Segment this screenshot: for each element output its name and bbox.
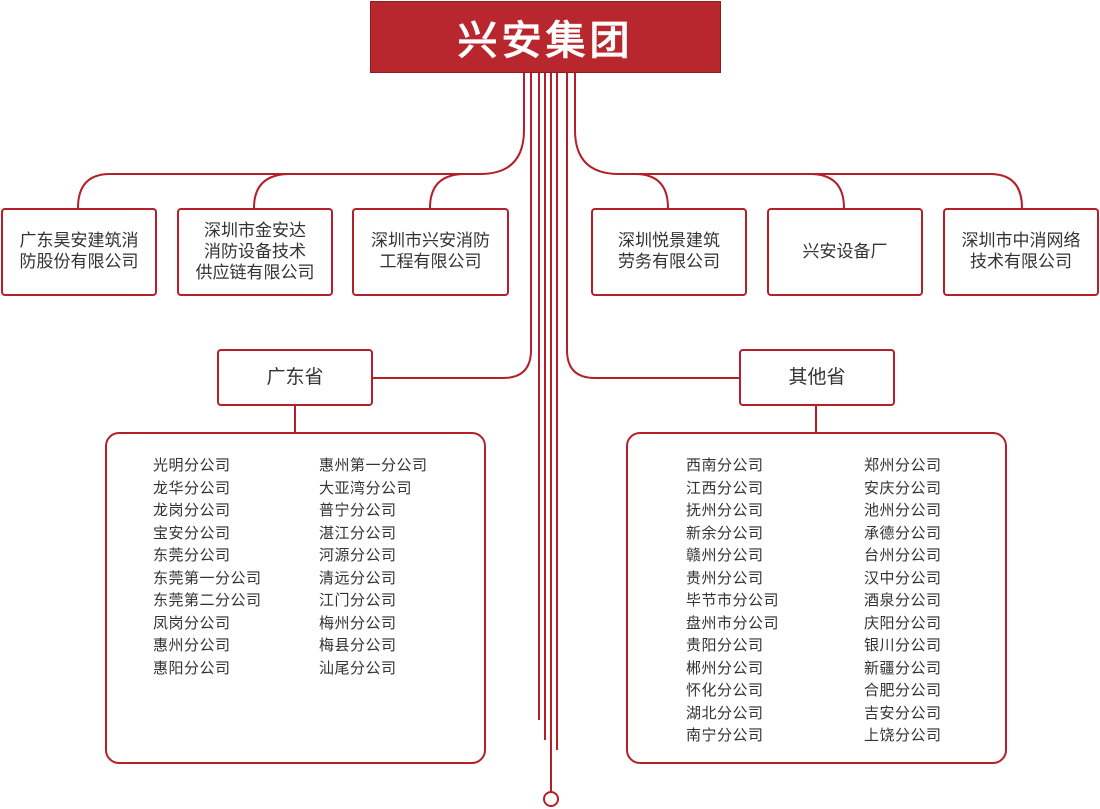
branch-item: 东莞第一分公司 xyxy=(153,568,262,587)
branch-item: 光明分公司 xyxy=(153,456,231,474)
company-box-haoan: 广东昊安建筑消防股份有限公司 xyxy=(1,208,157,296)
branch-item: 河源分公司 xyxy=(319,546,397,564)
province-box-guangdong: 广东省 xyxy=(217,349,373,406)
branch-item: 郴州分公司 xyxy=(686,658,764,677)
branch-item: 东莞第二分公司 xyxy=(153,591,262,609)
branch-item: 大亚湾分公司 xyxy=(319,478,413,497)
company-line: 消防设备技术 xyxy=(204,241,306,262)
branch-item: 普宁分公司 xyxy=(319,501,397,519)
company-line: 供应链有限公司 xyxy=(195,262,315,283)
branch-item: 庆阳分公司 xyxy=(864,613,942,632)
branch-item: 龙岗分公司 xyxy=(153,501,231,519)
others-col1: 西南分公司 江西分公司 抚州分公司 新余分公司 赣州分公司 贵州分公司 毕节市分… xyxy=(686,454,779,747)
company-box-jinanda: 深圳市金安达消防设备技术供应链有限公司 xyxy=(177,208,333,296)
branch-item: 汕尾分公司 xyxy=(319,658,397,677)
branch-item: 湛江分公司 xyxy=(319,523,397,542)
others-col2: 郑州分公司 安庆分公司 池州分公司 承德分公司 台州分公司 汉中分公司 酒泉分公… xyxy=(864,454,942,747)
guangdong-col2: 惠州第一分公司 大亚湾分公司 普宁分公司 湛江分公司 河源分公司 清远分公司 江… xyxy=(319,454,428,679)
company-line: 技术有限公司 xyxy=(970,252,1072,272)
branch-item: 赣州分公司 xyxy=(686,546,764,564)
branch-item: 新余分公司 xyxy=(686,523,764,542)
branch-item: 梅州分公司 xyxy=(319,613,397,632)
other-provinces-branch-panel: 西南分公司 江西分公司 抚州分公司 新余分公司 赣州分公司 贵州分公司 毕节市分… xyxy=(626,432,1007,764)
company-line: 深圳市金安达 xyxy=(204,220,306,241)
group-title: 兴安集团 xyxy=(370,1,721,73)
branch-item: 酒泉分公司 xyxy=(864,591,942,609)
company-line: 防股份有限公司 xyxy=(19,252,139,272)
company-box-yuejing: 深圳悦景建筑劳务有限公司 xyxy=(591,208,747,296)
branch-item: 清远分公司 xyxy=(319,568,397,587)
company-line: 深圳市中消网络 xyxy=(961,231,1081,251)
company-line: 深圳悦景建筑 xyxy=(618,231,720,251)
branch-item: 惠阳分公司 xyxy=(153,658,231,677)
province-box-others: 其他省 xyxy=(739,349,895,406)
branch-item: 上饶分公司 xyxy=(864,726,942,744)
company-line: 兴安设备厂 xyxy=(802,241,888,262)
branch-item: 郑州分公司 xyxy=(864,456,942,474)
branch-item: 东莞分公司 xyxy=(153,546,231,564)
branch-item: 湖北分公司 xyxy=(686,703,764,722)
branch-item: 安庆分公司 xyxy=(864,478,942,497)
branch-item: 池州分公司 xyxy=(864,501,942,519)
branch-item: 南宁分公司 xyxy=(686,726,764,744)
branch-item: 西南分公司 xyxy=(686,456,764,474)
company-line: 工程有限公司 xyxy=(379,252,482,272)
company-box-xingan-fire: 深圳市兴安消防工程有限公司 xyxy=(352,208,509,296)
branch-item: 宝安分公司 xyxy=(153,523,231,542)
branch-item: 贵阳分公司 xyxy=(686,636,764,654)
branch-item: 梅县分公司 xyxy=(319,636,397,654)
branch-item: 龙华分公司 xyxy=(153,478,231,497)
branch-item: 惠州第一分公司 xyxy=(319,456,428,474)
company-line: 广东昊安建筑消 xyxy=(19,231,139,251)
branch-item: 新疆分公司 xyxy=(864,658,942,677)
branch-item: 怀化分公司 xyxy=(686,681,764,699)
branch-item: 合肥分公司 xyxy=(864,681,942,699)
branch-item: 台州分公司 xyxy=(864,546,942,564)
company-line: 深圳市兴安消防 xyxy=(371,231,490,251)
branch-item: 凤岗分公司 xyxy=(153,613,231,632)
branch-item: 承德分公司 xyxy=(864,523,942,542)
branch-item: 汉中分公司 xyxy=(864,568,942,587)
company-line: 劳务有限公司 xyxy=(618,252,720,272)
branch-item: 盘州市分公司 xyxy=(686,613,780,632)
branch-item: 贵州分公司 xyxy=(686,568,764,587)
guangdong-branch-panel: 光明分公司 龙华分公司 龙岗分公司 宝安分公司 东莞分公司 东莞第一分公司 东莞… xyxy=(105,432,486,764)
company-box-zhongxiao: 深圳市中消网络技术有限公司 xyxy=(943,208,1099,296)
branch-item: 毕节市分公司 xyxy=(686,591,780,609)
branch-item: 吉安分公司 xyxy=(864,703,942,722)
branch-item: 江西分公司 xyxy=(686,478,764,497)
branch-item: 惠州分公司 xyxy=(153,636,231,654)
guangdong-col1: 光明分公司 龙华分公司 龙岗分公司 宝安分公司 东莞分公司 东莞第一分公司 东莞… xyxy=(153,454,262,679)
branch-item: 银川分公司 xyxy=(864,636,942,654)
company-box-equipment-factory: 兴安设备厂 xyxy=(767,208,923,296)
branch-item: 江门分公司 xyxy=(319,591,397,609)
branch-item: 抚州分公司 xyxy=(686,501,764,519)
